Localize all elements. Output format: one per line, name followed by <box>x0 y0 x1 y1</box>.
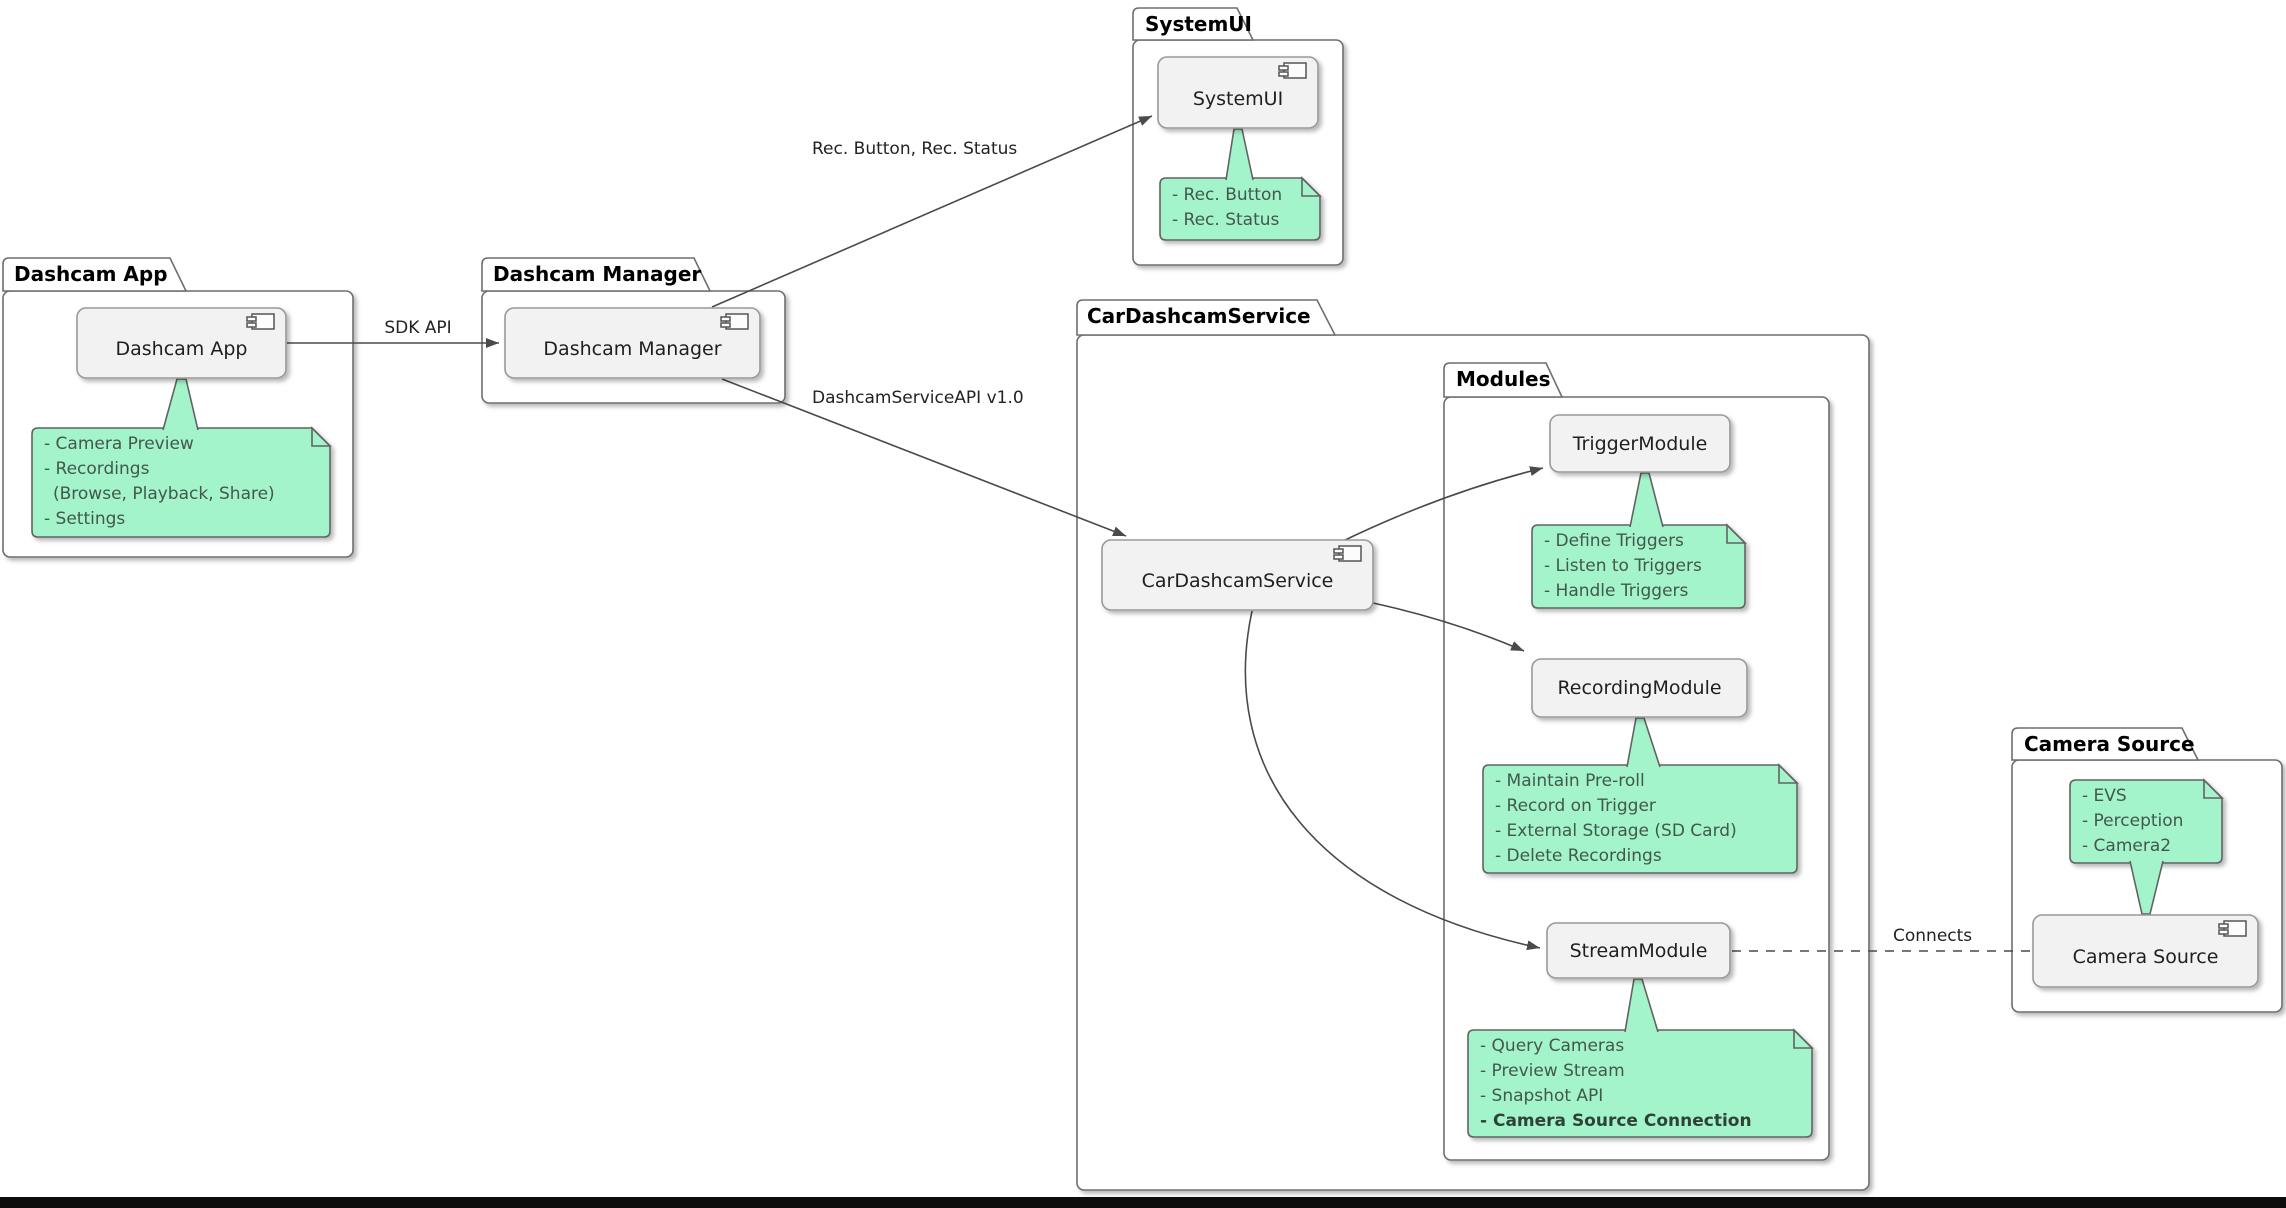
note-box-dashcam-app <box>31 427 331 538</box>
package-tab-systemui <box>1132 7 1255 41</box>
note-box-camera-source <box>2069 779 2223 864</box>
edge-dashcam-service-api <box>721 378 1127 537</box>
component-box-recording-module <box>1531 658 1748 718</box>
edge-rec-button-status <box>711 115 1153 308</box>
edge-to-recording-module <box>1372 602 1525 652</box>
package-tab-modules <box>1443 362 1564 398</box>
component-box-stream-module <box>1546 922 1731 979</box>
package-tab-car-dashcam-service <box>1076 299 1337 336</box>
note-tail-camera-source <box>2129 860 2164 915</box>
component-box-dashcam-manager <box>504 307 761 379</box>
note-fold-stream-module <box>1793 1028 1814 1049</box>
component-box-car-dashcam-service <box>1101 539 1374 611</box>
component-box-trigger-module <box>1549 414 1731 473</box>
note-box-stream-module <box>1467 1029 1813 1138</box>
note-tail-stream-module <box>1624 978 1659 1033</box>
note-fold-dashcam-app <box>311 426 332 447</box>
note-box-trigger-module <box>1531 524 1746 609</box>
component-icon-dashcam-manager <box>720 313 749 330</box>
component-icon-car-dashcam-service <box>1333 545 1362 562</box>
package-tab-dashcam-app <box>2 257 188 292</box>
package-tab-dashcam-manager <box>481 257 712 292</box>
note-fold-trigger-module <box>1726 523 1747 544</box>
edge-to-stream-module <box>1244 610 1541 951</box>
edge-to-trigger-module <box>1342 466 1544 542</box>
component-box-systemui <box>1157 56 1319 129</box>
note-tail-trigger-module <box>1629 472 1664 528</box>
note-tail-systemui <box>1225 128 1254 181</box>
note-tail-recording-module <box>1626 717 1661 768</box>
note-fold-recording-module <box>1778 763 1799 784</box>
bottom-bar <box>0 1197 2286 1208</box>
note-fold-camera-source <box>2203 778 2224 799</box>
component-icon-systemui <box>1278 62 1307 79</box>
component-icon-camera-source <box>2218 920 2247 937</box>
note-box-recording-module <box>1482 764 1798 874</box>
note-tail-dashcam-app <box>162 378 199 431</box>
package-tab-camera-source <box>2011 727 2200 761</box>
component-box-camera-source <box>2032 914 2259 988</box>
note-fold-systemui <box>1301 176 1322 197</box>
note-box-systemui <box>1159 177 1321 241</box>
component-box-dashcam-app <box>76 307 287 379</box>
component-icon-dashcam-app <box>246 313 275 330</box>
